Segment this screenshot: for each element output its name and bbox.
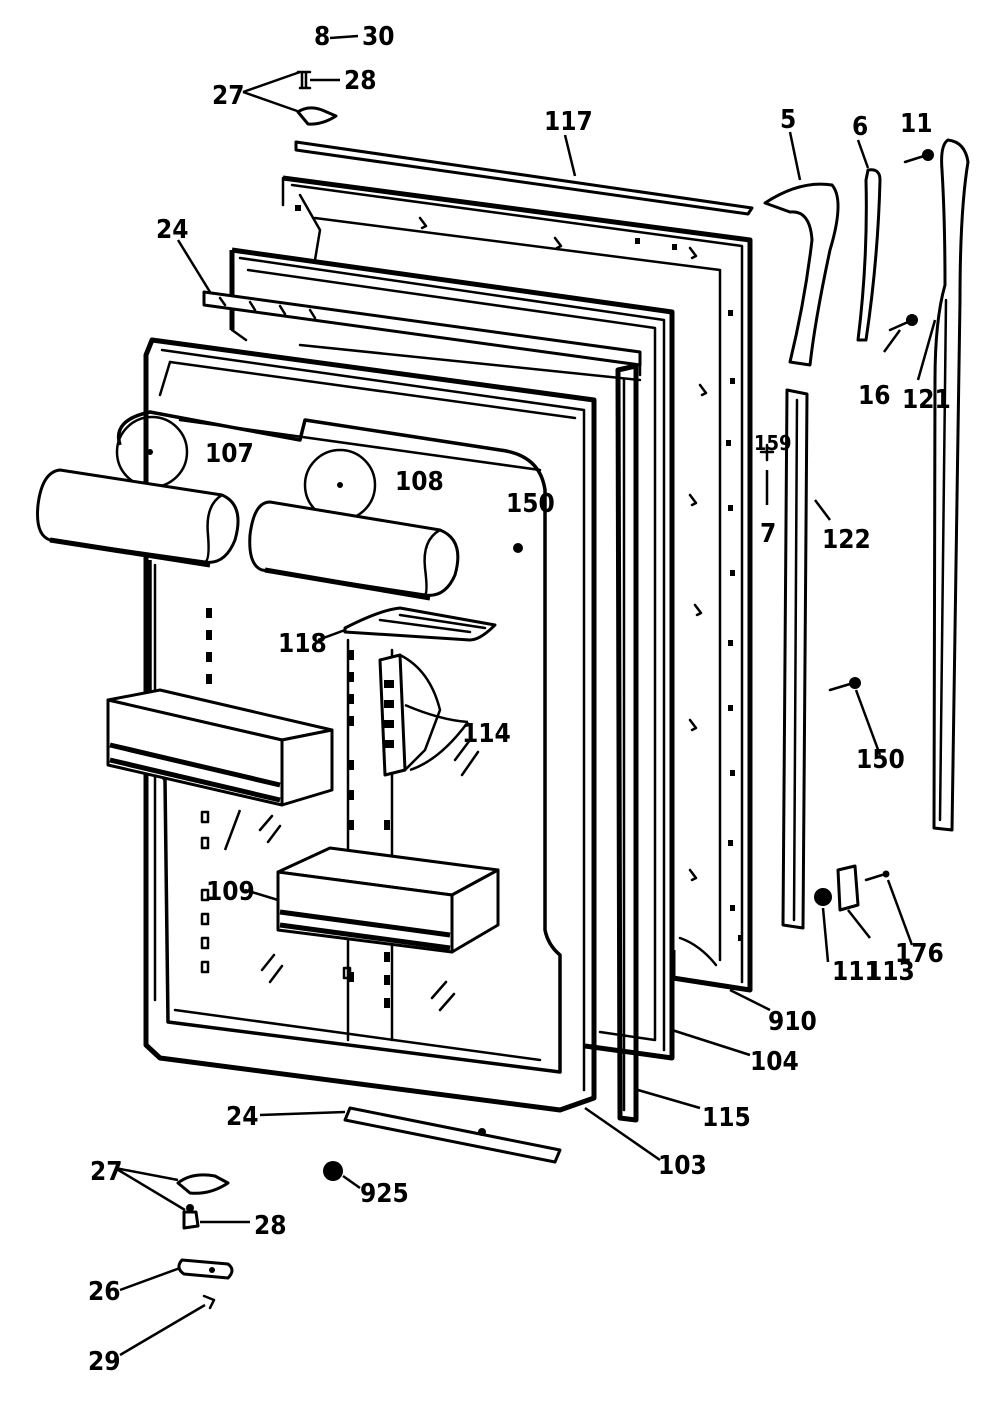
label-8: 8 [314, 22, 330, 52]
plug-925 [323, 1161, 343, 1181]
top-door-bracket [202, 290, 642, 367]
label-109: 109 [206, 877, 255, 907]
leader-lines [114, 34, 937, 1357]
screw-16 [888, 314, 918, 332]
handle-cap-5 [763, 182, 840, 367]
label-30: 30 [362, 22, 395, 52]
label-925: 925 [360, 1179, 409, 1209]
label-16: 16 [858, 381, 891, 411]
label-111: 111 [832, 957, 881, 987]
label-114: 114 [462, 719, 511, 749]
label-121: 121 [902, 385, 951, 415]
label-159: 159 [754, 431, 792, 455]
handle-insert-6 [856, 168, 882, 342]
door-bin-upper [106, 688, 334, 807]
dairy-door-107 [36, 415, 240, 568]
bushing-27-top [296, 106, 338, 126]
label-29: 29 [88, 1347, 121, 1377]
hinge-pin-28-bottom [182, 1204, 200, 1230]
screw-176 [864, 870, 890, 882]
label-150-right: 150 [856, 745, 905, 775]
label-115: 115 [702, 1103, 751, 1133]
label-11: 11 [900, 109, 933, 139]
label-26: 26 [88, 1277, 121, 1307]
label-28-top: 28 [344, 66, 377, 96]
shelf-bracket-118 [343, 606, 497, 642]
label-122: 122 [822, 525, 871, 555]
hinge-pin-28-top [296, 70, 312, 90]
label-7: 7 [760, 519, 776, 549]
label-118: 118 [278, 629, 327, 659]
label-176: 176 [895, 939, 944, 969]
door-strip-115 [615, 363, 639, 1123]
door-liner [116, 337, 597, 1113]
hinge-26 [177, 1258, 234, 1280]
label-24-top: 24 [156, 215, 189, 245]
screw-11 [903, 149, 934, 164]
label-150-left: 150 [506, 489, 555, 519]
label-108: 108 [395, 467, 444, 497]
butter-compartment-114 [378, 653, 442, 777]
bushing-27-bottom [176, 1173, 230, 1195]
label-104: 104 [750, 1047, 799, 1077]
label-117: 117 [544, 107, 593, 137]
stop-113 [836, 864, 860, 912]
label-27-bottom: 27 [90, 1157, 123, 1187]
label-107: 107 [205, 439, 254, 469]
label-113: 113 [866, 957, 915, 987]
door-handle-121 [932, 138, 970, 832]
label-103: 103 [658, 1151, 707, 1181]
screw-159 [759, 443, 775, 462]
part-labels: 8 30 28 27 117 5 6 11 24 16 121 107 108 … [88, 22, 951, 1377]
rail-117 [294, 140, 754, 216]
screw-150-right [828, 677, 861, 692]
door-bin-lower [276, 846, 500, 954]
label-27-top: 27 [212, 81, 245, 111]
hinge-strip-122 [781, 388, 809, 930]
plug-111 [814, 888, 832, 906]
label-6: 6 [852, 112, 868, 142]
screw-29 [202, 1294, 216, 1310]
label-28-bottom: 28 [254, 1211, 287, 1241]
label-5: 5 [780, 105, 796, 135]
screw-150-left [513, 543, 523, 553]
label-910: 910 [768, 1007, 817, 1037]
label-24-bottom: 24 [226, 1102, 259, 1132]
dairy-door-108 [248, 448, 460, 601]
bottom-door-bracket [343, 1106, 562, 1164]
